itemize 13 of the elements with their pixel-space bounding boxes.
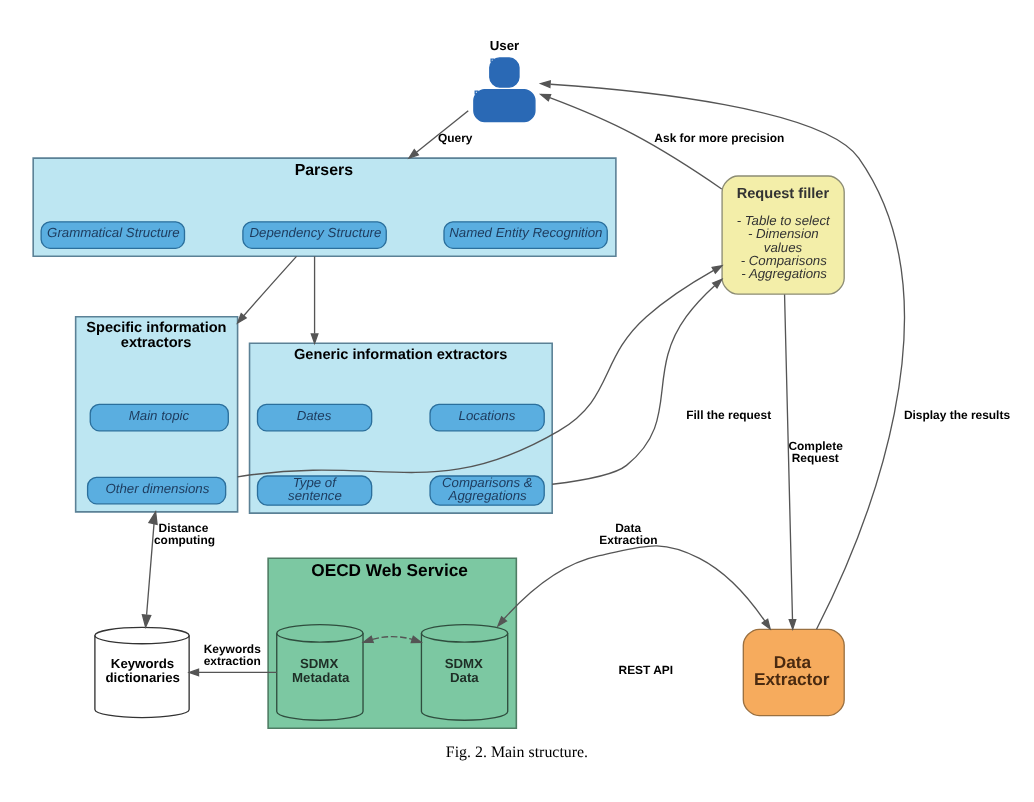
arrow — [551, 277, 724, 484]
arrow — [538, 79, 905, 629]
arrow — [187, 667, 278, 676]
arrow — [496, 544, 772, 630]
arrow — [310, 254, 319, 345]
node-box: Data Extractor — [742, 627, 845, 716]
arrow — [361, 634, 423, 643]
arrow — [783, 292, 797, 630]
arrow — [236, 254, 298, 324]
arrow — [236, 263, 724, 477]
arrow — [141, 508, 158, 629]
arrow — [538, 92, 723, 189]
arrow — [407, 109, 469, 159]
